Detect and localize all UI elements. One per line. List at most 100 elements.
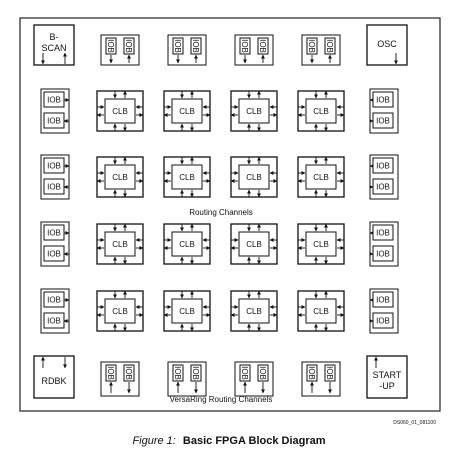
clb-label: CLB [179, 307, 195, 316]
clb-block: CLB [163, 223, 211, 265]
outer-frame [19, 17, 441, 412]
clb-label: CLB [246, 107, 262, 116]
iob-pair-left: IOB IOB [40, 221, 70, 267]
clb-array: CLB CLB CLB CLB CLB CLB CLB CLB CLB CLB CLB CLB CLB C… [96, 90, 345, 332]
iob-label: IOB [240, 366, 249, 380]
rdbk-block: RDBK [33, 355, 75, 399]
iob-label: IOB [258, 39, 267, 53]
iob-label: IOB [173, 366, 182, 380]
iob-label: IOB [376, 96, 390, 105]
clb-block: CLB [230, 90, 278, 132]
iob-label: IOB [47, 117, 61, 126]
iob-pair-top: IOB IOB [100, 34, 140, 66]
iob-label: IOB [191, 39, 200, 53]
clb-label: CLB [313, 173, 329, 182]
iob-label: IOB [376, 117, 390, 126]
iob-pair-bottom: IOB IOB [234, 361, 274, 397]
iob-label: IOB [307, 366, 316, 380]
iob-label: IOB [191, 366, 200, 380]
iob-label: IOB [376, 250, 390, 259]
osc-block: OSC [366, 24, 408, 66]
iob-label: IOB [106, 366, 115, 380]
clb-block: CLB [163, 156, 211, 198]
clb-block: CLB [96, 290, 144, 332]
startup-label-line1: START [373, 370, 402, 380]
iob-label: IOB [325, 366, 334, 380]
iob-label: IOB [47, 96, 61, 105]
clb-label: CLB [112, 173, 128, 182]
clb-label: CLB [246, 307, 262, 316]
clb-block: CLB [96, 156, 144, 198]
iob-pair-bottom: IOB IOB [100, 361, 140, 397]
clb-label: CLB [179, 107, 195, 116]
rdbk-label: RDBK [41, 376, 66, 386]
clb-block: CLB [230, 290, 278, 332]
iob-label: IOB [376, 183, 390, 192]
iob-pair-left: IOB IOB [40, 154, 70, 200]
iob-pair-top: IOB IOB [234, 34, 274, 66]
iob-label: IOB [106, 39, 115, 53]
iob-pair-right: IOB IOB [369, 288, 399, 334]
clb-block: CLB [96, 90, 144, 132]
iob-label: IOB [47, 229, 61, 238]
iob-label: IOB [376, 162, 390, 171]
iob-label: IOB [376, 296, 390, 305]
iob-label: IOB [124, 39, 133, 53]
iob-label: IOB [376, 317, 390, 326]
iob-pair-top: IOB IOB [167, 34, 207, 66]
iob-pair-bottom: IOB IOB [167, 361, 207, 397]
clb-block: CLB [96, 223, 144, 265]
iob-label: IOB [47, 162, 61, 171]
startup-block: START -UP [366, 355, 408, 399]
iob-label: IOB [124, 366, 133, 380]
clb-label: CLB [179, 240, 195, 249]
figure-number: Figure 1: [132, 435, 175, 447]
clb-label: CLB [313, 240, 329, 249]
iob-pair-top: IOB IOB [301, 34, 341, 66]
bscan-label-line1: B- [50, 32, 59, 42]
iob-label: IOB [258, 366, 267, 380]
iob-label: IOB [47, 250, 61, 259]
document-id: DS060_01_081100 [393, 420, 436, 426]
clb-block: CLB [230, 156, 278, 198]
clb-label: CLB [246, 240, 262, 249]
iob-label: IOB [240, 39, 249, 53]
bscan-block: B- SCAN [33, 24, 75, 66]
clb-label: CLB [313, 107, 329, 116]
clb-label: CLB [179, 173, 195, 182]
iob-pair-right: IOB IOB [369, 221, 399, 267]
clb-label: CLB [313, 307, 329, 316]
iob-label: IOB [47, 317, 61, 326]
iob-pair-bottom: IOB IOB [301, 361, 341, 397]
routing-channels-label: Routing Channels [189, 208, 253, 217]
clb-block: CLB [297, 290, 345, 332]
bscan-label-line2: SCAN [41, 43, 66, 53]
iob-label: IOB [307, 39, 316, 53]
iob-pair-left: IOB IOB [40, 288, 70, 334]
iob-pair-right: IOB IOB [369, 88, 399, 134]
clb-block: CLB [163, 290, 211, 332]
iob-label: IOB [376, 229, 390, 238]
figure-title: Basic FPGA Block Diagram [183, 435, 326, 447]
versaring-routing-channels-label: VersaRing Routing Channels [170, 395, 273, 404]
clb-label: CLB [246, 173, 262, 182]
iob-label: IOB [173, 39, 182, 53]
clb-label: CLB [112, 240, 128, 249]
clb-block: CLB [297, 156, 345, 198]
clb-block: CLB [163, 90, 211, 132]
clb-block: CLB [230, 223, 278, 265]
clb-label: CLB [112, 307, 128, 316]
startup-label-line2: -UP [379, 381, 395, 391]
iob-pair-right: IOB IOB [369, 154, 399, 200]
iob-label: IOB [47, 183, 61, 192]
clb-label: CLB [112, 107, 128, 116]
clb-block: CLB [297, 90, 345, 132]
figure-caption: Figure 1: Basic FPGA Block Diagram [132, 435, 325, 447]
osc-label: OSC [377, 39, 397, 49]
iob-label: IOB [325, 39, 334, 53]
clb-block: CLB [297, 223, 345, 265]
iob-pair-left: IOB IOB [40, 88, 70, 134]
iob-label: IOB [47, 296, 61, 305]
